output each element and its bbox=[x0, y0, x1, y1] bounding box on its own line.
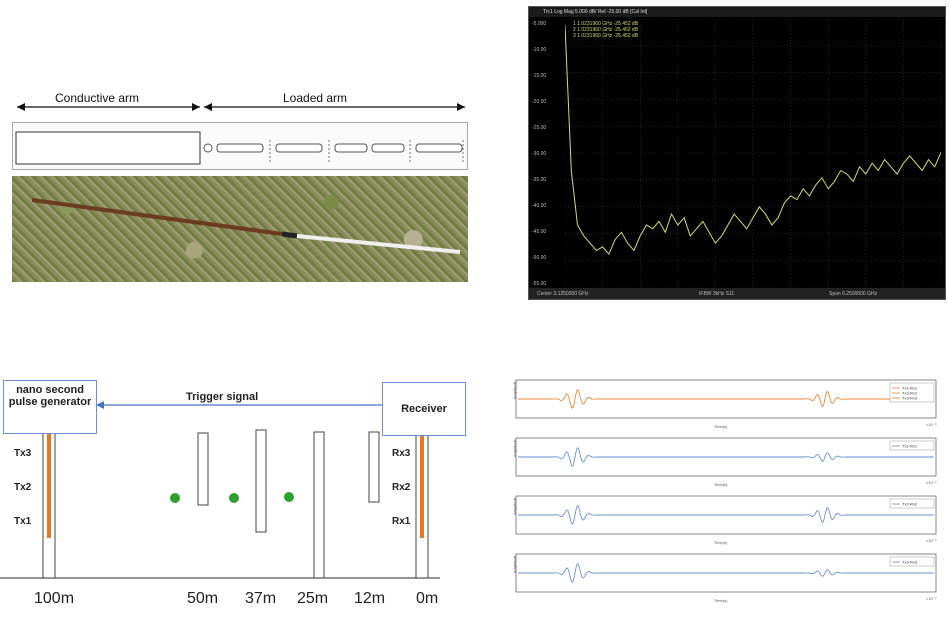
waveform-xlabel: Time(s) bbox=[714, 540, 728, 545]
pulse-generator-label: nano second pulse generator bbox=[8, 384, 92, 408]
y-tick: -40.00 bbox=[532, 203, 547, 209]
analyzer-grid bbox=[565, 19, 941, 287]
receiver-label: Receiver bbox=[401, 403, 447, 415]
distance-37m: 37m bbox=[245, 590, 277, 607]
antenna-photo bbox=[12, 176, 468, 282]
measurement-setup: nano second pulse generator Receiver Tri… bbox=[0, 376, 480, 616]
footer-center: Center 3.1250000 GHz bbox=[537, 291, 589, 297]
analyzer-header-bar: Trc1 Log Mag 5.000 dB/ Ref -25.00 dB [Ca… bbox=[529, 7, 945, 17]
legend-label: Tx1-Rx1 bbox=[902, 386, 918, 391]
y-tick: -35.00 bbox=[532, 177, 547, 183]
distance-12m: 12m bbox=[354, 590, 386, 607]
waveform-axis-exponent: ×10⁻⁹ bbox=[926, 480, 937, 485]
tx2-label: Tx2 bbox=[14, 482, 32, 493]
waveform-ylabel: Amplitude bbox=[512, 380, 517, 399]
distance-100m: 100m bbox=[34, 590, 75, 607]
y-tick: -20.00 bbox=[532, 99, 547, 105]
y-tick: -45.00 bbox=[532, 229, 547, 235]
distance-50m: 50m bbox=[187, 590, 219, 607]
legend-label: Tx1-Rx1 bbox=[902, 444, 918, 449]
loaded-arm-label: Loaded arm bbox=[283, 91, 348, 105]
waveform-xlabel: Time(s) bbox=[714, 482, 728, 487]
analyzer-footer: Center 3.1250000 GHz IFBW 3kHz S11 Span … bbox=[529, 288, 945, 299]
receiver-box: Receiver bbox=[382, 382, 466, 436]
y-tick: -50.00 bbox=[532, 255, 547, 261]
waveform-trace bbox=[518, 447, 934, 467]
waveform-xlabel: Time(s) bbox=[714, 424, 728, 429]
rx1-label: Rx1 bbox=[392, 516, 411, 527]
arm-arrows bbox=[17, 103, 465, 111]
conductive-arm-label: Conductive arm bbox=[55, 91, 140, 105]
waveform-xlabel: Time(s) bbox=[714, 598, 728, 603]
tx1-label: Tx1 bbox=[14, 516, 32, 527]
waveform-trace bbox=[518, 505, 934, 525]
waveform-axis-exponent: ×10⁻⁹ bbox=[926, 596, 937, 601]
pulse-generator-box: nano second pulse generator bbox=[3, 380, 97, 434]
analyzer-plot bbox=[565, 19, 941, 287]
distance-0m: 0m bbox=[416, 590, 439, 607]
legend-label: Tx3-Rx3 bbox=[902, 560, 918, 565]
y-tick: -55.00 bbox=[532, 281, 547, 287]
setup-drawing bbox=[0, 401, 440, 579]
rx3-label: Rx3 bbox=[392, 448, 411, 459]
rx2-label: Rx2 bbox=[392, 482, 411, 493]
trigger-signal-label: Trigger signal bbox=[186, 391, 259, 403]
waveform-trace bbox=[518, 389, 934, 409]
marker-1: 1 1.0231960 GHz -25.452 dB bbox=[573, 21, 639, 27]
y-tick: -15.00 bbox=[532, 73, 547, 79]
y-tick: -30.00 bbox=[532, 151, 547, 157]
marker-3: 3 1.0231960 GHz -25.452 dB bbox=[573, 33, 639, 39]
waveform-ylabel: Amplitude bbox=[512, 554, 517, 573]
analyzer-header: Trc1 Log Mag 5.000 dB/ Ref -25.00 dB [Ca… bbox=[543, 9, 648, 15]
legend-label: Tx2-Rx2 bbox=[902, 391, 918, 396]
distance-25m: 25m bbox=[297, 590, 329, 607]
tx3-label: Tx3 bbox=[14, 448, 32, 459]
footer-span: Span 6.2500000 GHz bbox=[829, 291, 878, 297]
legend-label: Tx3-Rx3 bbox=[902, 396, 918, 401]
waveform-ylabel: Amplitude bbox=[512, 438, 517, 457]
waveform-legend bbox=[889, 556, 935, 567]
waveform-axis-exponent: ×10⁻⁹ bbox=[926, 422, 937, 427]
antenna-schematic bbox=[12, 122, 468, 170]
antenna-panel: Conductive arm Loaded arm bbox=[0, 80, 480, 290]
spectrum-analyzer-screen: Trc1 Log Mag 5.000 dB/ Ref -25.00 dB [Ca… bbox=[528, 6, 946, 300]
waveform-legend bbox=[889, 498, 935, 509]
footer-ifbw: IFBW 3kHz S11 bbox=[699, 291, 735, 297]
analyzer-trace bbox=[565, 24, 941, 256]
waveform-legend bbox=[889, 382, 935, 403]
y-tick: -25.00 bbox=[532, 125, 547, 131]
legend-label: Tx2-Rx2 bbox=[902, 502, 918, 507]
waveform-axis-exponent: ×10⁻⁹ bbox=[926, 538, 937, 543]
waveform-trace bbox=[518, 563, 934, 583]
waveform-legend bbox=[889, 440, 935, 451]
waveform-ylabel: Amplitude bbox=[512, 496, 517, 515]
y-tick: -10.00 bbox=[532, 47, 547, 53]
marker-2: 2 1.0231960 GHz -25.452 dB bbox=[573, 27, 639, 33]
y-tick: -5.000 bbox=[532, 21, 547, 27]
